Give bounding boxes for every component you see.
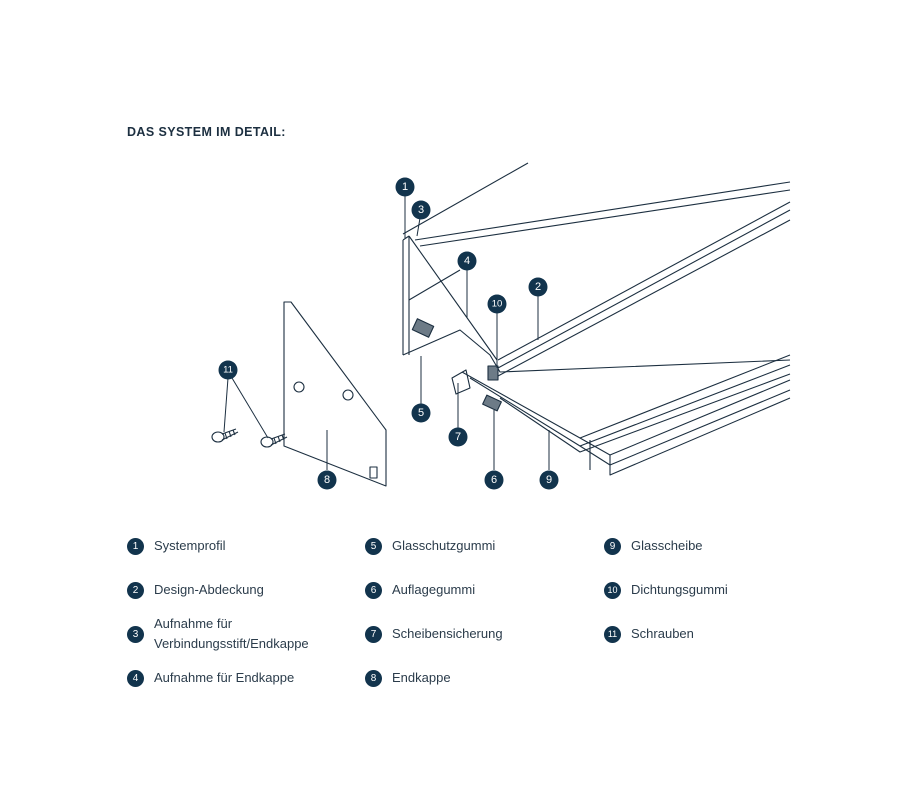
legend-item: 6 Auflagegummi (365, 580, 475, 600)
legend-badge: 4 (127, 669, 144, 687)
glass-front (579, 379, 791, 476)
callout-5 (411, 403, 431, 423)
retainer (451, 369, 471, 395)
legend-badge: 9 (604, 537, 621, 555)
legend-item: 1 Systemprofil (127, 536, 226, 556)
legend-label: Auflagegummi (392, 582, 476, 597)
glass-rubber-shape (411, 318, 435, 338)
legend-item: 4 Aufnahme für Endkappe (127, 668, 294, 688)
legend-badge: 6 (365, 581, 382, 599)
legend-item: 3 Aufnahme für Verbindungsstift/Endkappe (127, 614, 309, 654)
seal-rubber-shape (487, 365, 499, 381)
svg-text:11: 11 (223, 365, 233, 376)
callout-1 (395, 177, 415, 197)
legend-badge: 3 (127, 625, 144, 643)
profile-back-wall (402, 162, 529, 355)
legend-badge: 8 (365, 669, 382, 687)
support-rubber-shape (482, 394, 502, 412)
legend-item: 9 Glasscheibe (604, 536, 703, 556)
legend-item: 5 Glasschutzgummi (365, 536, 495, 556)
callout-numbers: 1 2 3 4 5 6 7 8 9 10 11 (223, 181, 552, 486)
legend-badge: 1 (127, 537, 144, 555)
legend-item: 10 Dichtungsgummi (604, 580, 728, 600)
callout-4 (457, 251, 477, 271)
legend-label: Aufnahme für Verbindungsstift/Endkappe (154, 616, 309, 651)
endcap-hole-left (293, 381, 305, 393)
svg-text:6: 6 (491, 474, 497, 486)
design-cover (497, 201, 791, 377)
callout-2 (528, 277, 548, 297)
legend-label: Glasscheibe (631, 538, 703, 553)
callout-11 (218, 360, 238, 380)
profile-inner (408, 235, 498, 361)
screw-left (211, 428, 239, 443)
legend-label: Endkappe (392, 670, 451, 685)
svg-text:7: 7 (455, 431, 461, 443)
callout-badges (218, 177, 559, 490)
legend-badge: 2 (127, 581, 144, 599)
legend-item: 2 Design-Abdeckung (127, 580, 264, 600)
legend-item: 7 Scheibensicherung (365, 624, 503, 644)
callout-9 (539, 470, 559, 490)
svg-text:8: 8 (324, 474, 330, 486)
legend-item: 11 Schrauben (604, 624, 694, 644)
legend-label: Systemprofil (154, 538, 226, 553)
endcap-hole-right (342, 389, 354, 401)
legend-badge: 7 (365, 625, 382, 643)
svg-text:3: 3 (418, 204, 424, 216)
diagram-drawing (211, 162, 791, 487)
callout-10 (487, 294, 507, 314)
callout-8 (317, 470, 337, 490)
legend-badge: 11 (604, 625, 621, 643)
legend-label: Scheibensicherung (392, 626, 503, 641)
svg-text:10: 10 (492, 299, 503, 310)
endcap-slot (369, 466, 378, 479)
svg-text:5: 5 (418, 407, 424, 419)
legend-label: Dichtungsgummi (631, 582, 728, 597)
profile-top (414, 181, 791, 247)
callout-6 (484, 470, 504, 490)
screw-right (260, 433, 288, 448)
legend-label: Glasschutzgummi (392, 538, 496, 553)
callout-7 (448, 427, 468, 447)
svg-text:4: 4 (464, 255, 470, 267)
callout-3 (411, 200, 431, 220)
legend-label: Aufnahme für Endkappe (154, 670, 295, 685)
page-title: DAS SYSTEM IM DETAIL: (127, 125, 286, 139)
legend-badge: 10 (604, 581, 621, 599)
legend-item: 8 Endkappe (365, 668, 451, 688)
legend-label: Design-Abdeckung (154, 582, 264, 597)
legend-label: Schrauben (631, 626, 694, 641)
svg-text:9: 9 (546, 474, 552, 486)
svg-text:2: 2 (535, 281, 541, 293)
legend-badge: 5 (365, 537, 382, 555)
endcap-plate (283, 301, 387, 487)
profile-bottom (402, 329, 791, 373)
svg-text:1: 1 (402, 181, 408, 193)
